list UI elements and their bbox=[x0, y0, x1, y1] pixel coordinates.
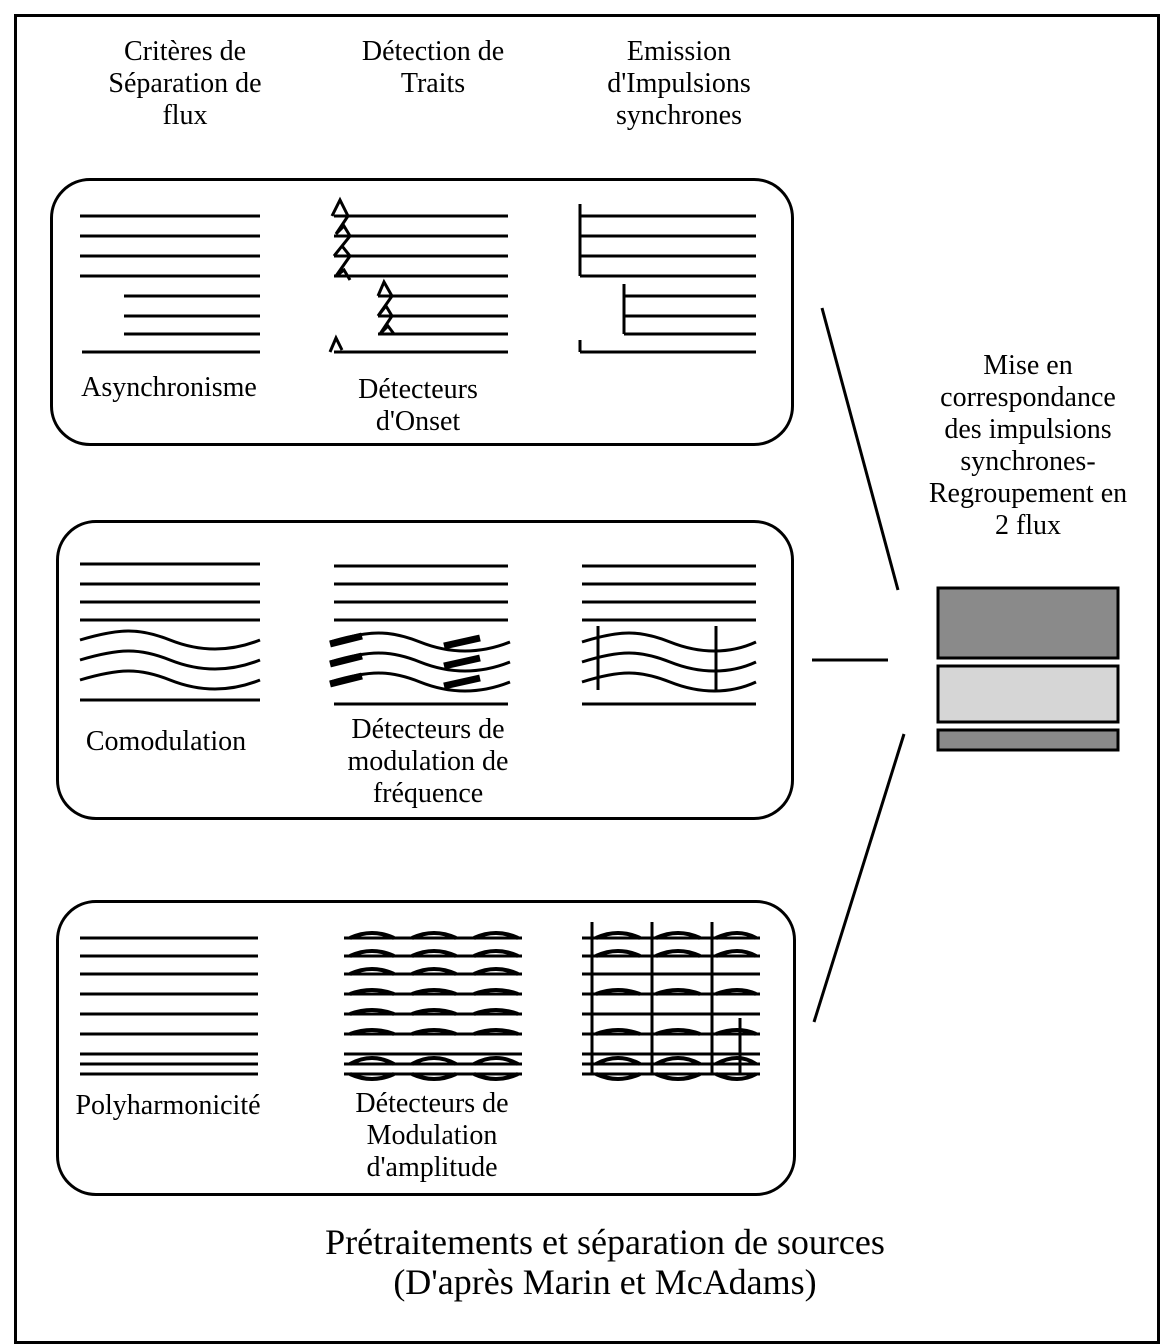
stream-box-2 bbox=[936, 664, 1120, 724]
partials-comodulated bbox=[79, 562, 261, 702]
panel-asynchronism bbox=[50, 178, 794, 446]
connector-asynchronism bbox=[820, 307, 900, 591]
figure-caption-line-1: Prétraitements et séparation de sources bbox=[325, 1222, 885, 1262]
stream-box-3 bbox=[936, 728, 1120, 752]
synchronous-pulses-fm bbox=[581, 564, 757, 706]
detector-label-onset: Détecteurs d'Onset bbox=[358, 374, 478, 437]
panel-comodulation bbox=[56, 520, 794, 820]
synchronous-pulses-onset bbox=[578, 204, 756, 354]
criterion-label-comodulation: Comodulation bbox=[85, 726, 247, 757]
criterion-label-asynchronism: Asynchronisme bbox=[81, 372, 257, 403]
onset-detectors bbox=[328, 196, 508, 354]
header-synchronous-pulse-emission: Emission d'Impulsions synchrones bbox=[607, 36, 751, 131]
frequency-modulation-detectors bbox=[329, 564, 511, 706]
detector-label-amplitude-modulation: Détecteurs de Modulation d'amplitude bbox=[355, 1088, 509, 1183]
figure-caption-line-2: (D'après Marin et McAdams) bbox=[393, 1262, 817, 1302]
partials-harmonic bbox=[80, 936, 258, 1076]
criterion-label-polyharmonicity: Polyharmonicité bbox=[75, 1090, 261, 1121]
stream-box-1 bbox=[936, 586, 1120, 660]
partials-asynchronous bbox=[80, 214, 260, 354]
header-feature-detection: Détection de Traits bbox=[361, 36, 505, 99]
header-stream-separation-criteria: Critères de Séparation de flux bbox=[108, 36, 262, 131]
amplitude-modulation-detectors bbox=[344, 931, 522, 1081]
synchronous-pulses-am bbox=[582, 922, 760, 1081]
panel-polyharmonicity bbox=[56, 900, 796, 1196]
connector-polyharmonicity bbox=[812, 733, 906, 1023]
grouping-label: Mise en correspondance des impulsions sy… bbox=[928, 350, 1128, 541]
detector-label-frequency-modulation: Détecteurs de modulation de fréquence bbox=[347, 714, 509, 809]
